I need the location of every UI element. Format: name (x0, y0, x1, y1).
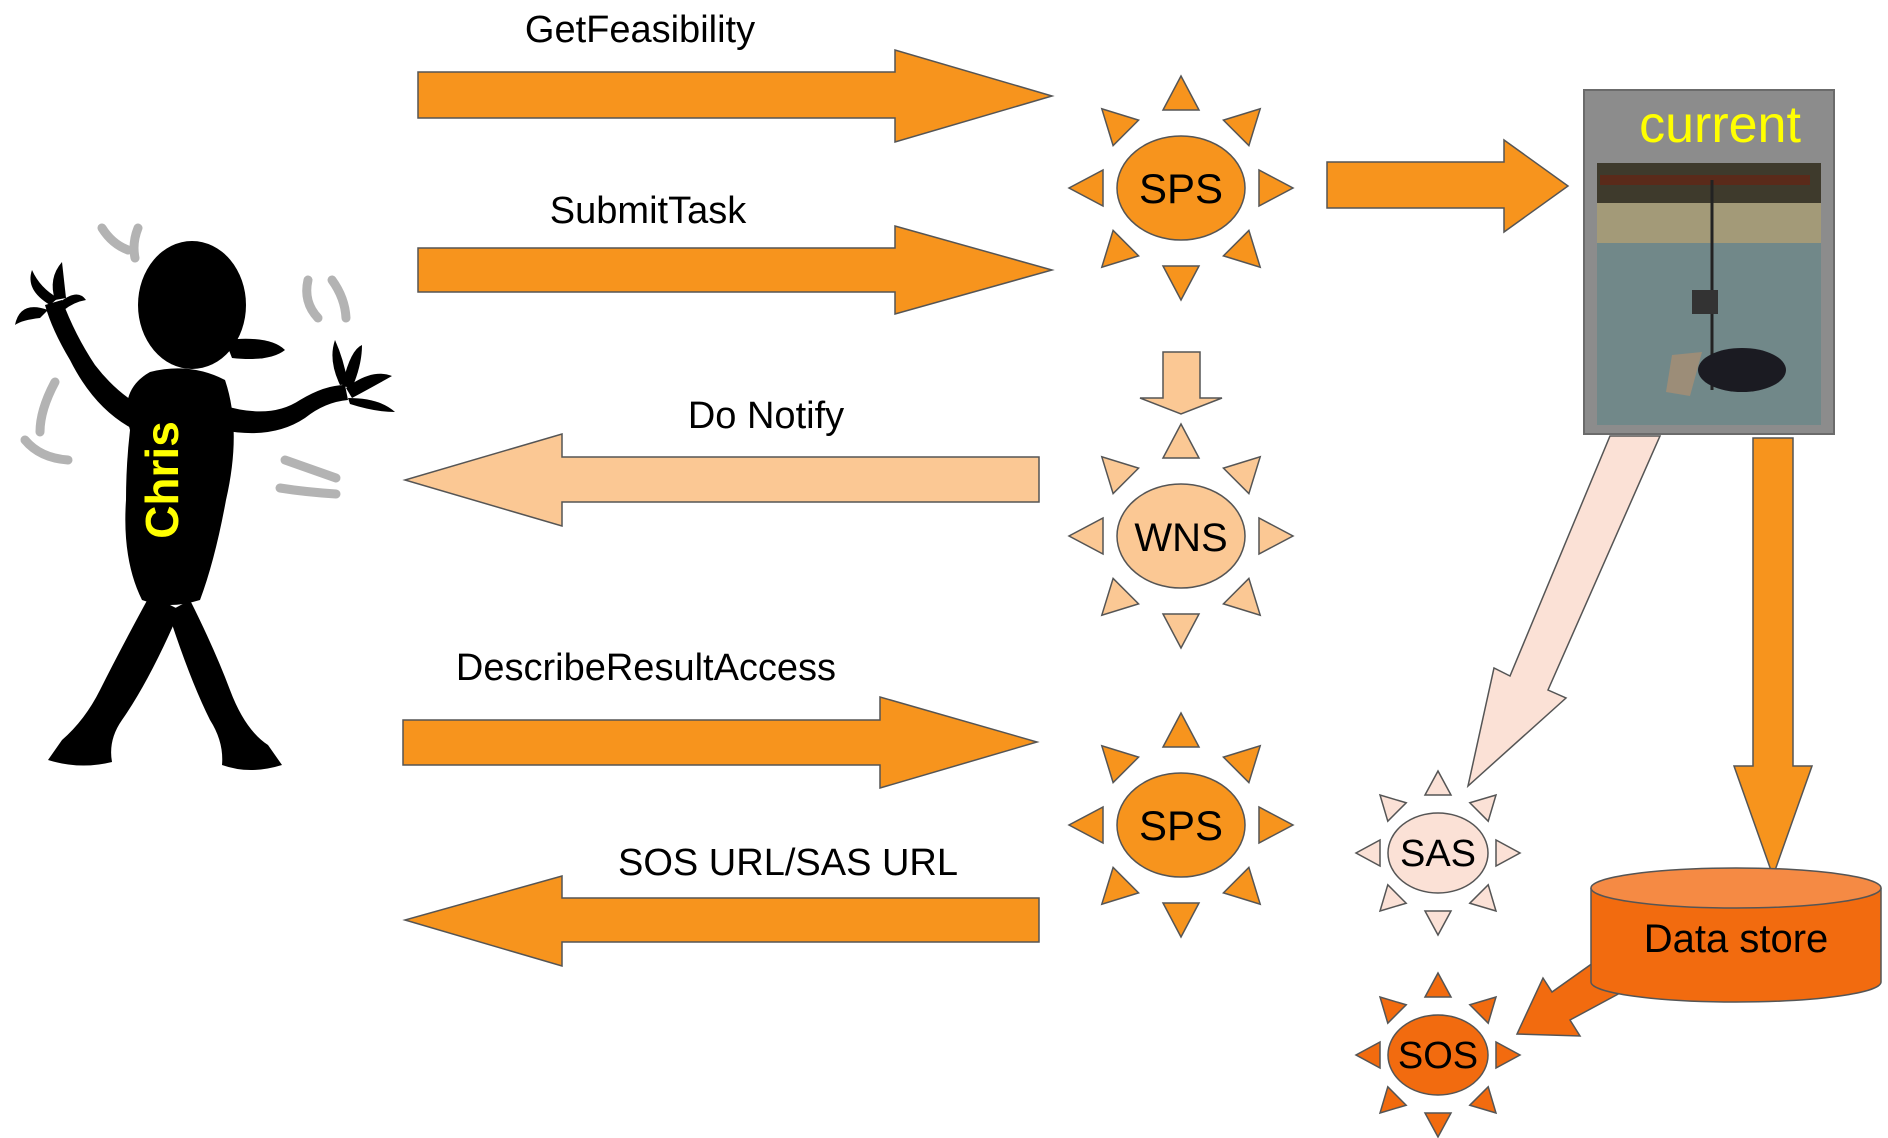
sps-top-ray-8 (1100, 107, 1140, 147)
sps-bottom-ray-5 (1161, 902, 1201, 939)
sas-ray-1 (1423, 769, 1453, 796)
do-notify-arrow (402, 432, 1040, 528)
sas-ray-4 (1468, 883, 1498, 913)
sos-ray-4 (1468, 1085, 1498, 1115)
sos-core (1387, 1014, 1489, 1096)
sps-top-ray-2 (1222, 107, 1262, 147)
sas-ray-5 (1423, 910, 1453, 937)
get-feasibility-arrow (417, 48, 1055, 144)
wns-ray-7 (1067, 516, 1104, 556)
sps-bottom-ray-7 (1067, 805, 1104, 845)
person-silhouette (15, 241, 395, 770)
sas-service (1354, 769, 1522, 937)
sps-bottom-ray-6 (1100, 866, 1140, 906)
sos-ray-5 (1423, 1112, 1453, 1138)
wns-ray-3 (1258, 516, 1295, 556)
sps-top-label: SPS (1139, 165, 1223, 212)
sps-bottom-ray-3 (1258, 805, 1295, 845)
sas-ray-3 (1495, 838, 1522, 868)
sas-label: SAS (1400, 833, 1476, 875)
wns-service (1067, 422, 1295, 650)
submit-task-label: SubmitTask (550, 190, 747, 232)
sas-ray-6 (1378, 883, 1408, 913)
sos-ray-2 (1468, 995, 1498, 1025)
sos-ray-8 (1378, 995, 1408, 1025)
sps-top-service (1067, 74, 1295, 302)
describe-result-access-arrow (402, 696, 1040, 790)
sps-top-ray-4 (1222, 229, 1262, 269)
wns-label: WNS (1134, 516, 1227, 560)
sos-ray-7 (1354, 1040, 1381, 1070)
sps-bottom-ray-4 (1222, 866, 1262, 906)
submit-task-arrow (417, 225, 1055, 315)
sps-bottom-service (1067, 711, 1295, 939)
sps-top-ray-1 (1161, 74, 1201, 111)
describe-result-access-label: DescribeResultAccess (456, 647, 836, 689)
wns-ray-4 (1222, 577, 1262, 617)
sps-to-sensor-arrow (1326, 138, 1570, 234)
sos-ray-1 (1423, 971, 1453, 998)
sas-core (1387, 812, 1489, 894)
sos-label: SOS (1398, 1035, 1478, 1077)
sensor-photo (1597, 163, 1821, 425)
wns-ray-1 (1161, 422, 1201, 459)
sos-service (1354, 971, 1522, 1138)
wns-ray-2 (1222, 455, 1262, 495)
get-feasibility-label: GetFeasibility (525, 9, 755, 51)
sensor-label: current (1639, 96, 1801, 154)
sps-bottom-label: SPS (1139, 802, 1223, 849)
data-store (1590, 867, 1882, 1003)
wns-ray-5 (1161, 613, 1201, 650)
sas-ray-2 (1468, 793, 1498, 823)
person-figure: Chris (15, 223, 395, 770)
person-name-label: Chris (136, 421, 188, 539)
sas-ray-8 (1378, 793, 1408, 823)
do-notify-label: Do Notify (688, 395, 844, 437)
sps-bottom-ray-1 (1161, 711, 1201, 748)
sps-top-core (1116, 135, 1246, 241)
wns-ray-8 (1100, 455, 1140, 495)
motion-lines (20, 223, 351, 499)
sos-sas-url-arrow (402, 875, 1040, 968)
sps-top-ray-3 (1258, 168, 1295, 208)
sensor-to-sas-arrow (1466, 435, 1662, 789)
wns-core (1116, 483, 1246, 589)
sps-top-ray-6 (1100, 229, 1140, 269)
sps-top-ray-7 (1067, 168, 1104, 208)
sps-bottom-core (1116, 772, 1246, 878)
sps-top-ray-5 (1161, 265, 1201, 302)
wns-ray-6 (1100, 577, 1140, 617)
sps-bottom-ray-8 (1100, 744, 1140, 784)
sensor-panel: current (1583, 89, 1835, 435)
sos-ray-6 (1378, 1085, 1408, 1115)
sps-to-wns-arrow (1139, 351, 1223, 415)
sps-bottom-ray-2 (1222, 744, 1262, 784)
sos-ray-3 (1495, 1040, 1522, 1070)
sos-sas-url-label: SOS URL/SAS URL (618, 842, 958, 884)
data-store-label: Data store (1644, 917, 1829, 961)
sensor-to-datastore-arrow (1732, 437, 1814, 879)
sas-ray-7 (1354, 838, 1381, 868)
